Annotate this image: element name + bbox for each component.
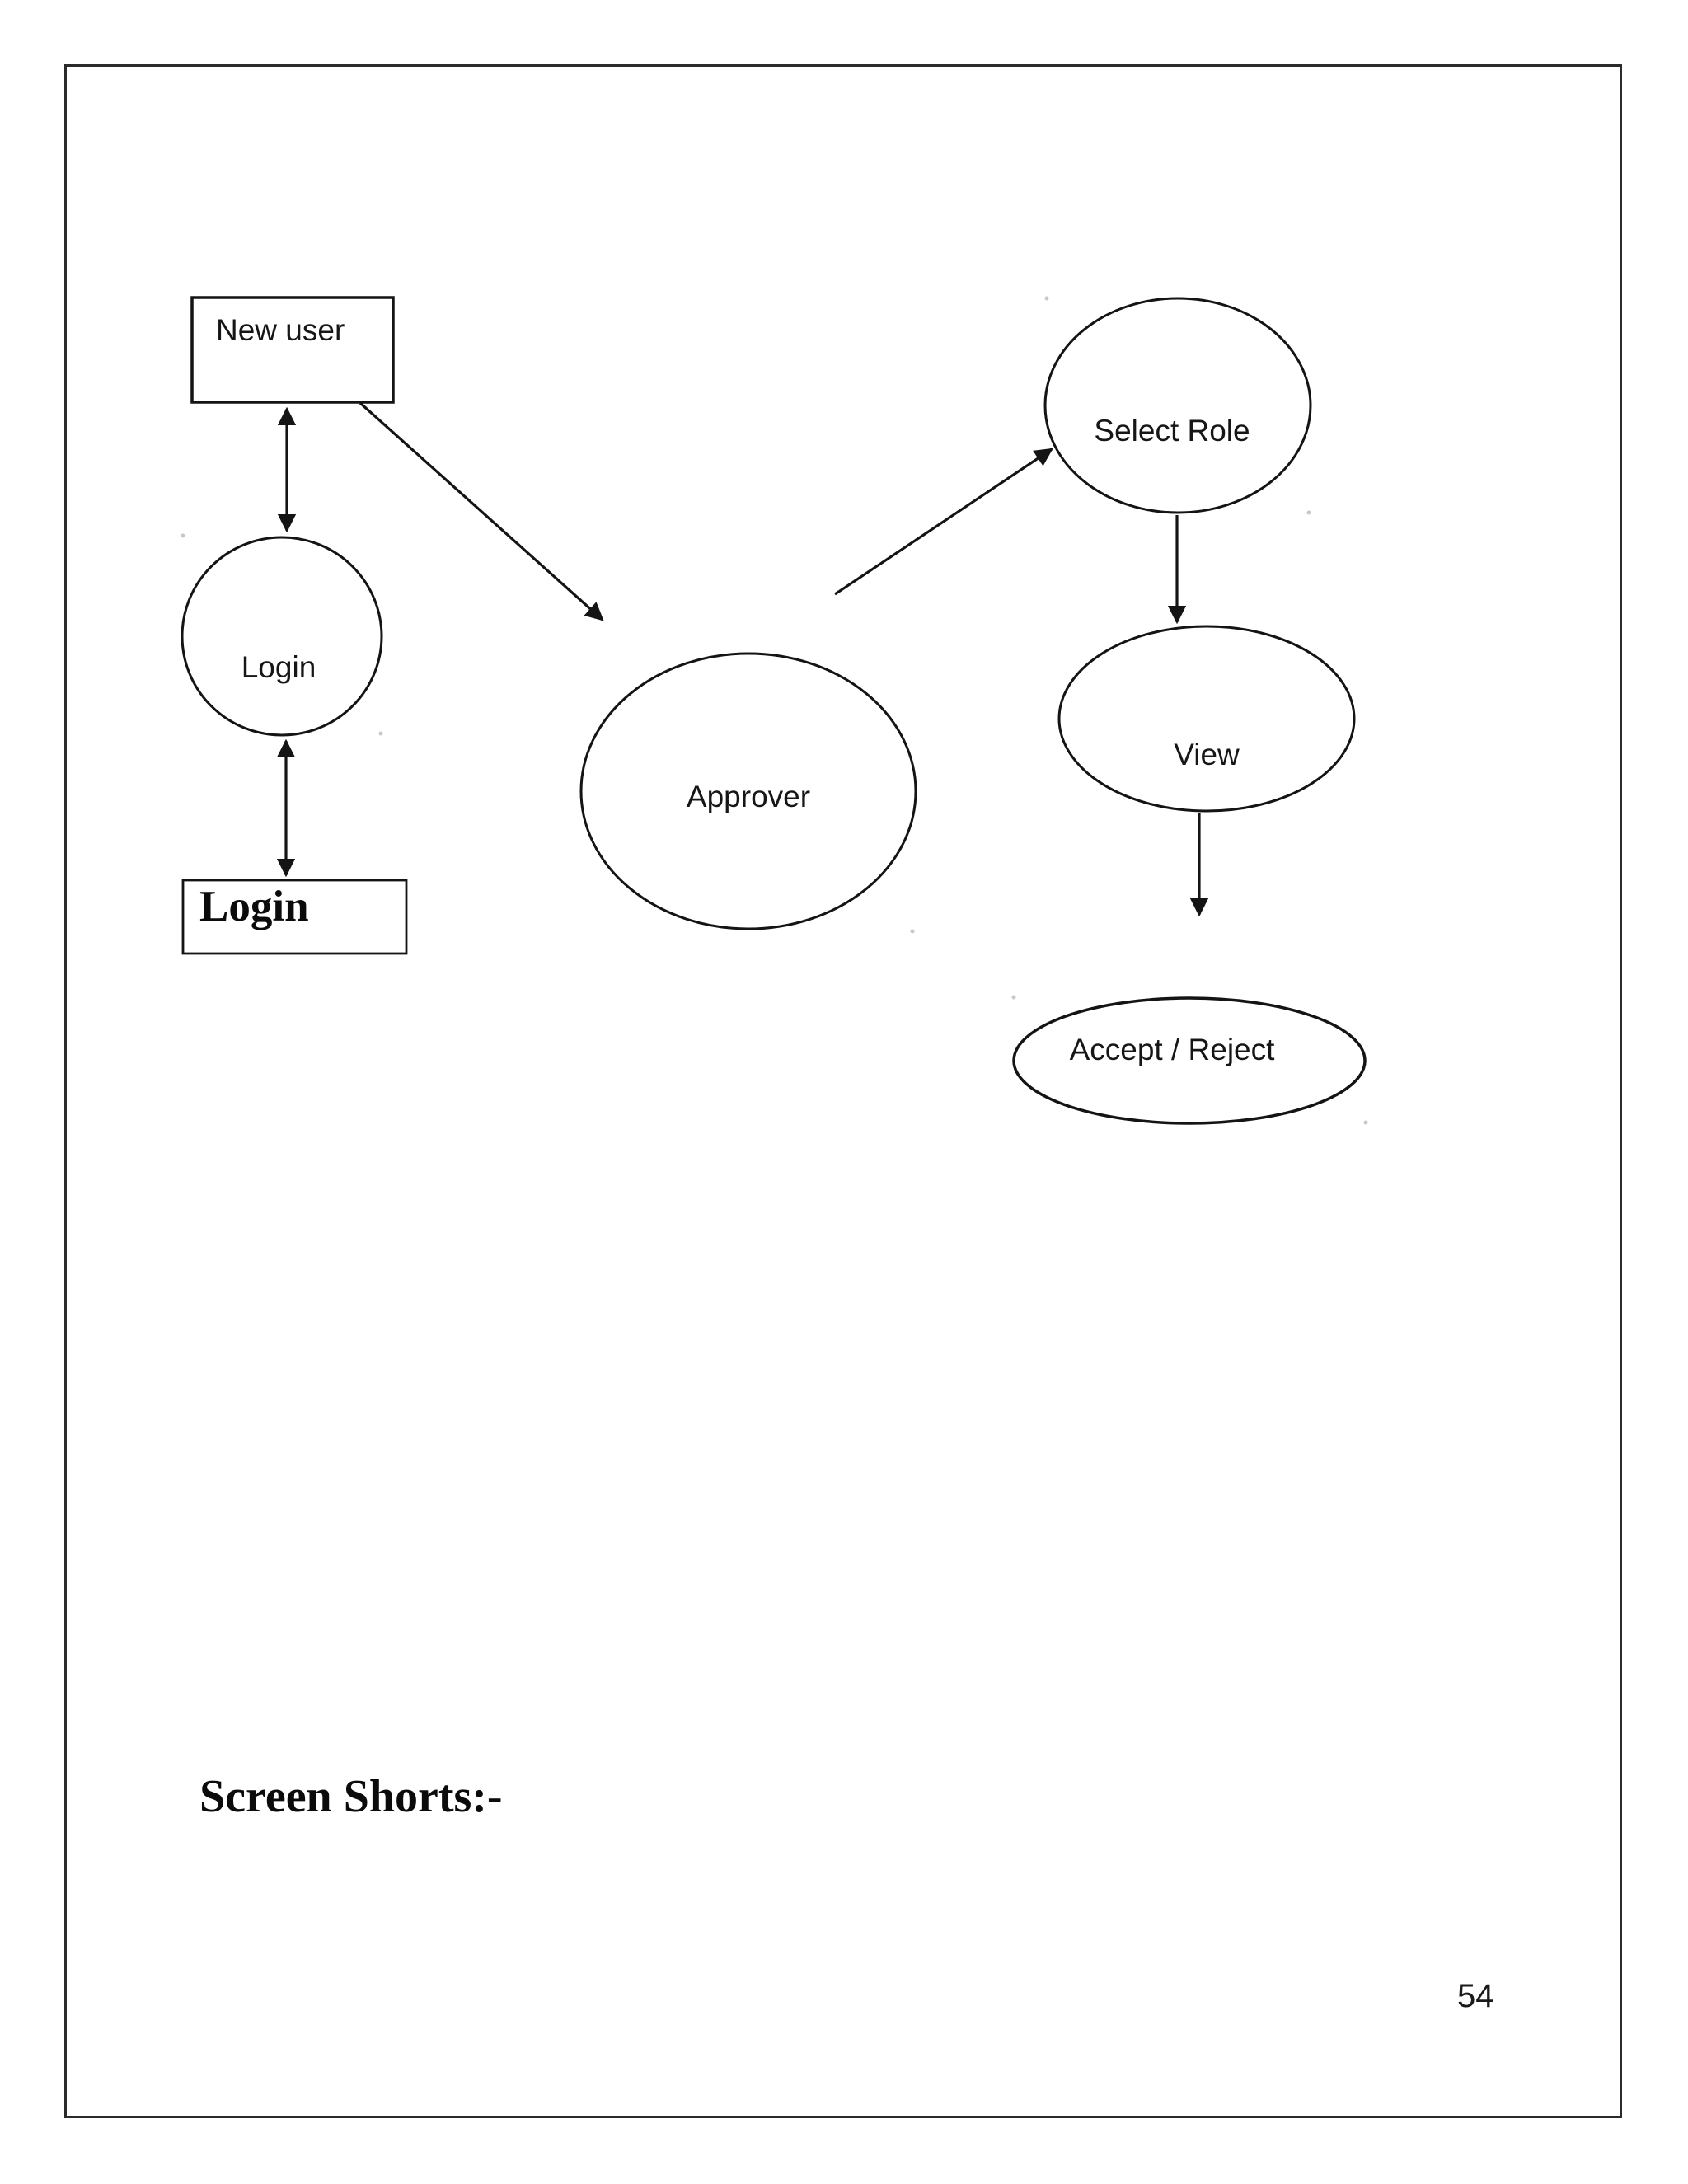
login-screen-box (181, 879, 408, 955)
scan-specks (181, 296, 1368, 1125)
accept-reject-ellipse (1012, 996, 1367, 1125)
edge-newuser-approver (359, 401, 604, 621)
node-accept-reject: Accept / Reject (1012, 996, 1367, 1125)
login-usecase-label: Login (241, 650, 316, 684)
new-user-label: New user (216, 313, 345, 347)
approver-label: Approver (687, 780, 810, 813)
login-screen-label: Login (199, 883, 309, 930)
node-new-user: New user (190, 296, 395, 404)
page-border (64, 64, 1622, 2118)
node-login-usecase: Login (181, 536, 383, 737)
edge-approver-selectrole (834, 448, 1053, 596)
accept-reject-label: Accept / Reject (1070, 1033, 1276, 1066)
login-circle (181, 536, 383, 737)
view-ellipse (1057, 625, 1356, 813)
node-login-screen: Login (181, 879, 408, 955)
select-role-ellipse (1043, 297, 1312, 514)
new-user-box (190, 296, 395, 404)
select-role-label: Select Role (1094, 414, 1250, 448)
approver-ellipse (579, 652, 917, 930)
node-select-role: Select Role (1043, 297, 1312, 514)
section-heading: Screen Shorts:- (199, 1771, 503, 1822)
diagram-edges (276, 401, 1209, 917)
node-view: View (1057, 625, 1356, 813)
page-number: 54 (1457, 1978, 1494, 2014)
node-approver: Approver (579, 652, 917, 930)
view-label: View (1174, 738, 1240, 771)
